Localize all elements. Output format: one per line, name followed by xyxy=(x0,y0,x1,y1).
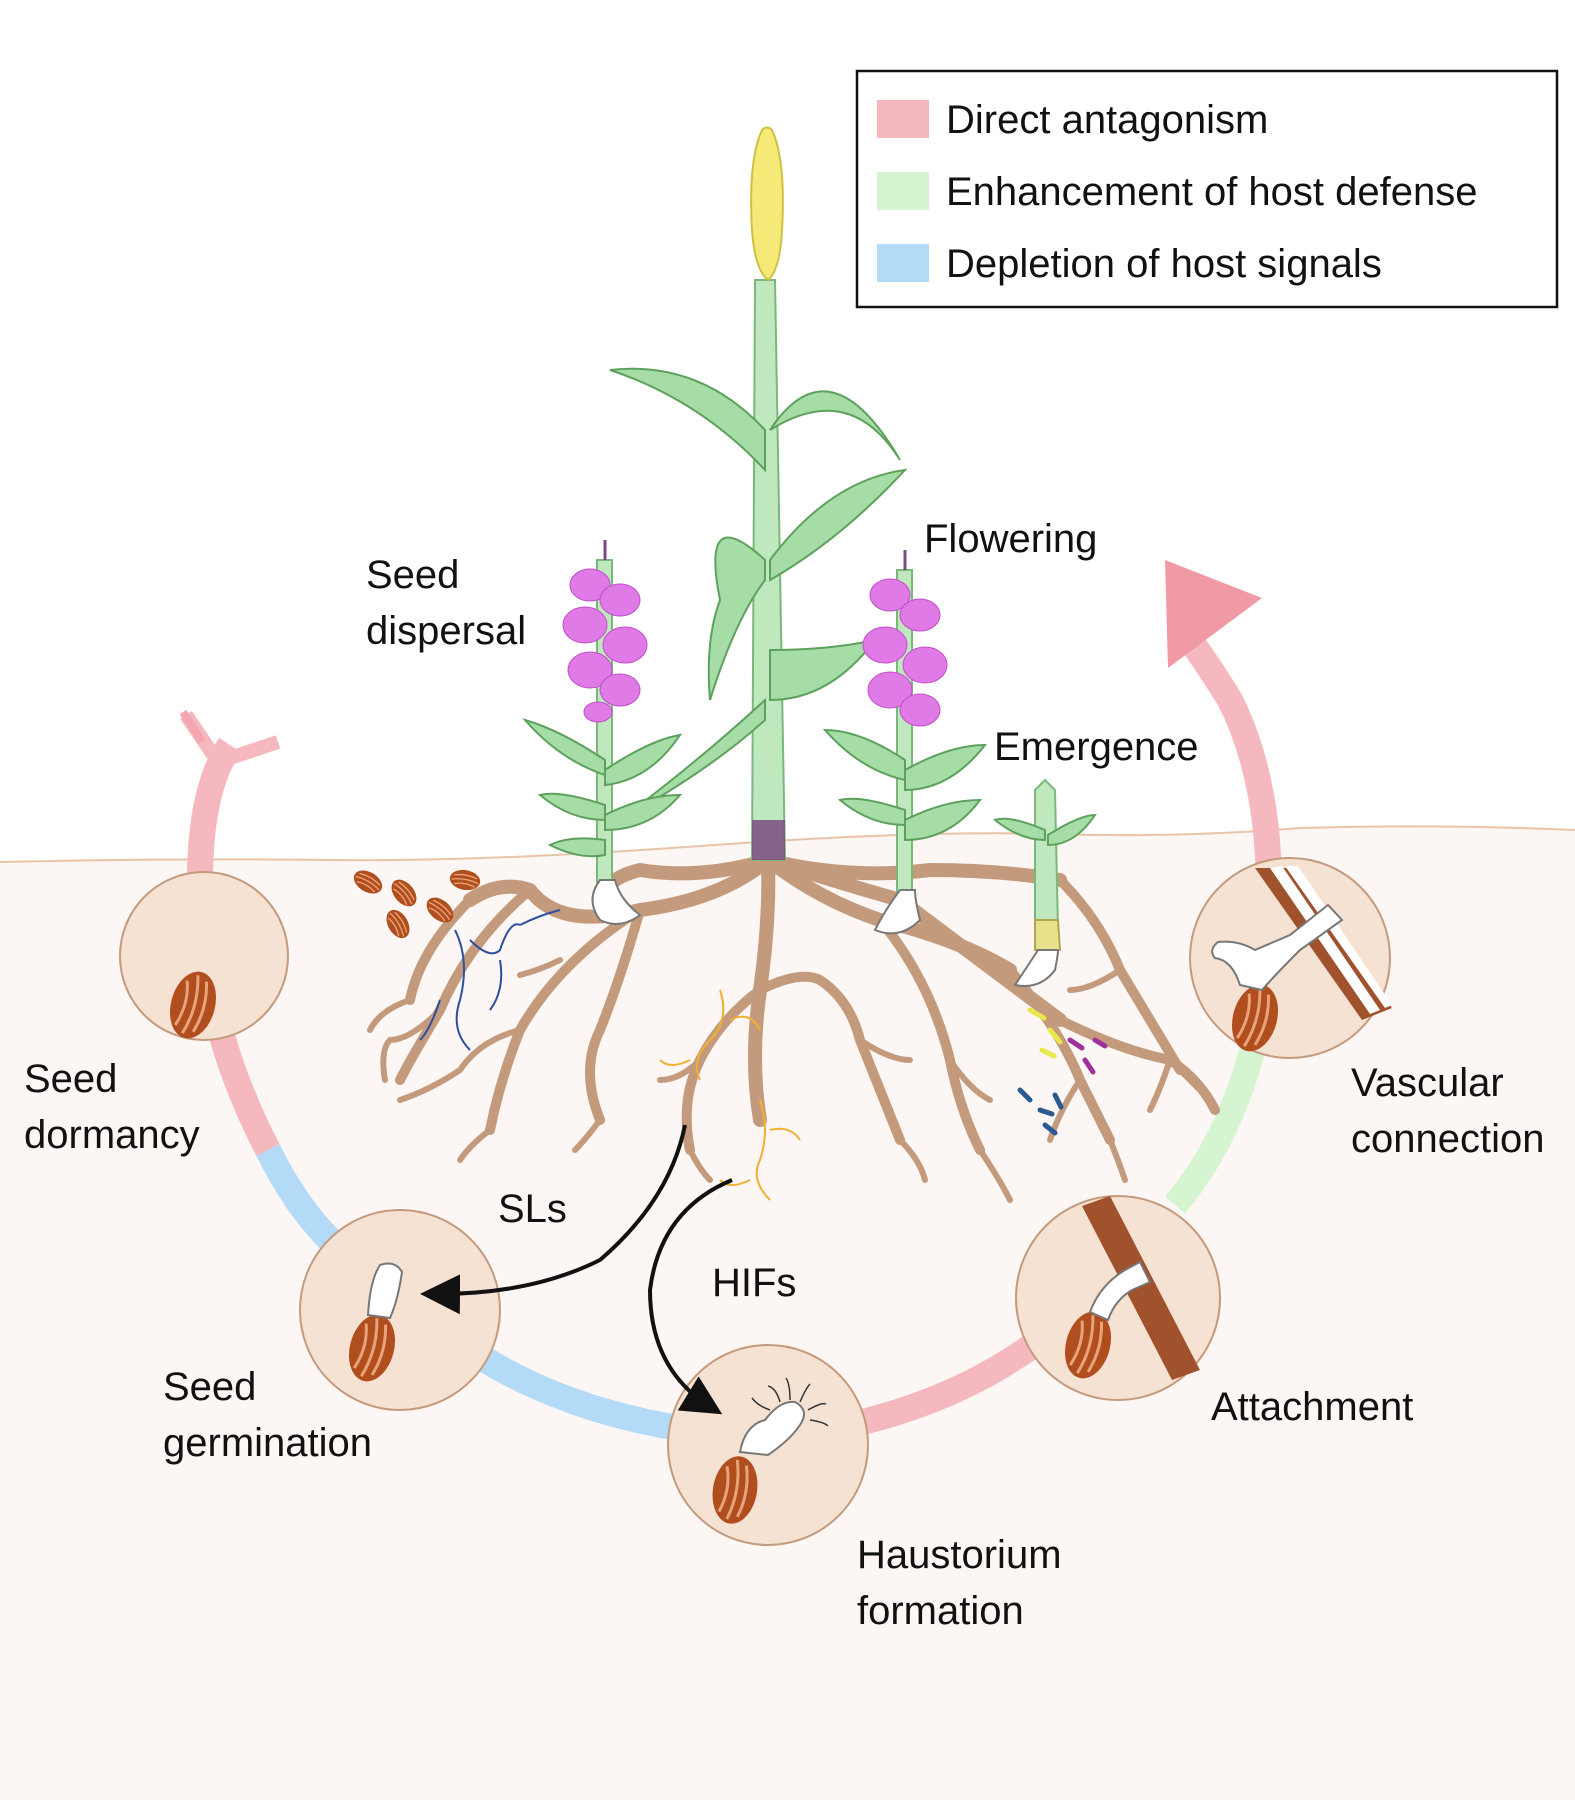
ring-segment-germination xyxy=(256,1144,340,1250)
label-seed-germination-line1: Seed xyxy=(163,1365,256,1409)
legend-swatch-host-signals xyxy=(877,244,929,282)
label-vascular-line1: Vascular xyxy=(1351,1061,1504,1105)
label-seed-dispersal-line2: dispersal xyxy=(366,609,526,653)
label-sls: SLs xyxy=(498,1187,567,1231)
parasite-plant-emergence xyxy=(992,778,1097,987)
label-flowering: Flowering xyxy=(924,517,1097,561)
stage-circle-germination xyxy=(299,1209,501,1411)
host-spike xyxy=(750,126,784,282)
stage-circle-dormancy xyxy=(119,871,289,1046)
parasite-plant-dispersal xyxy=(522,540,683,925)
legend-label-direct-antagonism: Direct antagonism xyxy=(946,98,1268,142)
root-bacteria xyxy=(1017,1007,1108,1136)
host-plant xyxy=(609,126,908,861)
label-haustorium-line2: formation xyxy=(857,1589,1024,1633)
label-vascular-line2: connection xyxy=(1351,1117,1544,1161)
stage-labels: Flowering Seed dispersal Emergence Seed … xyxy=(24,517,1544,1633)
blue-fungal-hyphae xyxy=(419,909,561,1051)
stage-circle-attachment xyxy=(1015,1195,1221,1401)
label-seed-dispersal-line1: Seed xyxy=(366,553,459,597)
legend-swatch-host-defense xyxy=(877,172,929,210)
legend-box xyxy=(855,69,1559,309)
sls-arrow xyxy=(420,1124,687,1315)
label-emergence: Emergence xyxy=(994,725,1199,769)
cycle-arrowhead xyxy=(1165,560,1262,668)
ring-segment-haustorium xyxy=(462,1339,692,1443)
label-seed-dormancy-line2: dormancy xyxy=(24,1113,200,1157)
legend: Direct antagonism Enhancement of host de… xyxy=(855,69,1559,309)
hifs-arrow xyxy=(647,1178,733,1415)
label-haustorium-line1: Haustorium xyxy=(857,1533,1062,1577)
soil-line xyxy=(0,825,1575,863)
label-hifs: HIFs xyxy=(712,1261,796,1305)
legend-label-host-defense: Enhancement of host defense xyxy=(946,170,1477,214)
yellow-fungal-hyphae xyxy=(659,989,801,1201)
stage-circle-vascular xyxy=(1189,857,1392,1059)
legend-swatch-direct-antagonism xyxy=(877,100,929,138)
label-seed-germination-line2: germination xyxy=(163,1421,372,1465)
ring-segment-attachment xyxy=(847,1329,1048,1438)
label-seed-dormancy-line1: Seed xyxy=(24,1057,117,1101)
label-attachment: Attachment xyxy=(1211,1385,1413,1429)
stage-circle-haustorium xyxy=(667,1344,869,1546)
ring-segment-vascular xyxy=(1165,1036,1268,1214)
legend-label-host-signals: Depletion of host signals xyxy=(946,242,1382,286)
parasite-plant-flowering xyxy=(822,550,988,935)
